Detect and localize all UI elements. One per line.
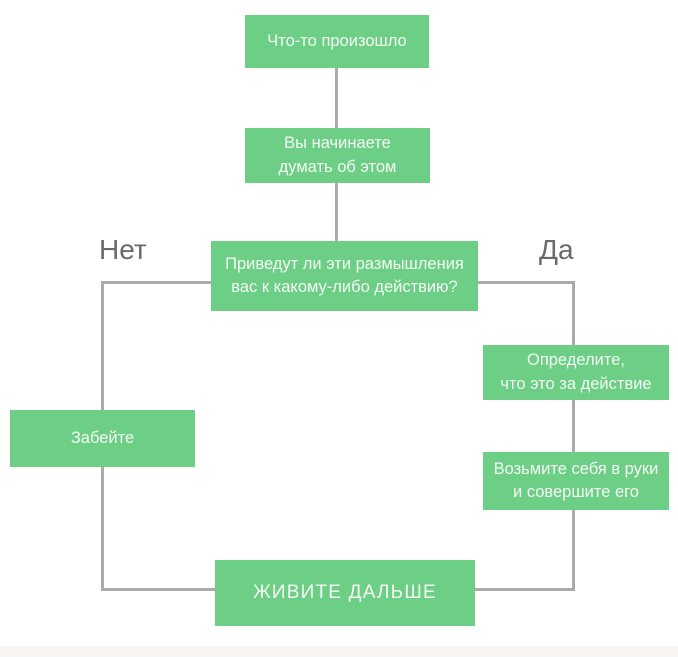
- node-start-thinking: Вы начинаете думать об этом: [245, 128, 430, 183]
- connector-decision-yes-horizontal: [478, 281, 574, 284]
- connector-pull-down-vertical: [572, 510, 575, 590]
- node-pull-yourself-together: Возьмите себя в руки и совершите его: [483, 452, 669, 510]
- connector-forget-down-vertical: [101, 467, 104, 590]
- connector-decision-yes-vertical: [572, 281, 575, 345]
- node-decision-will-it-lead-to-action: Приведут ли эти размышления вас к какому…: [211, 241, 478, 311]
- connector-happened-to-thinking: [335, 68, 338, 128]
- connector-decision-no-horizontal: [102, 281, 211, 284]
- node-live-on: ЖИВИТЕ ДАЛЬШЕ: [215, 560, 475, 626]
- bottom-edge-strip: [0, 646, 678, 657]
- connector-decision-no-vertical: [101, 281, 104, 410]
- connector-thinking-to-decision: [335, 183, 338, 241]
- branch-label-yes: Да: [539, 234, 574, 265]
- branch-label-no: Нет: [99, 234, 147, 265]
- node-something-happened: Что-то произошло: [245, 15, 429, 68]
- connector-forget-to-live-horizontal: [101, 588, 215, 591]
- node-define-the-action: Определите, что это за действие: [483, 345, 669, 400]
- connector-define-to-pull: [572, 400, 575, 452]
- node-forget-it: Забейте: [10, 410, 195, 467]
- connector-pull-to-live-horizontal: [475, 588, 575, 591]
